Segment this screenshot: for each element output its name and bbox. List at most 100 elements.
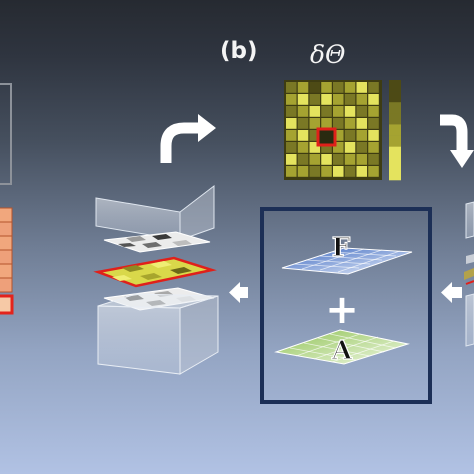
heatmap-cell [286,82,297,93]
heatmap-cell [309,130,321,141]
heatmap-cell [309,166,321,177]
heatmap-cell [286,166,297,177]
colorbar-segment [389,157,401,170]
heatmap-cell [333,118,344,129]
delta-theta-heatmap [284,80,382,180]
heatmap-cell [286,106,297,117]
heatmap-cell [333,154,344,165]
plane-f [281,247,413,275]
heatmap-cell [344,166,356,177]
colorbar-segment [389,80,401,92]
heatmap-cell [356,130,368,141]
heatmap-cell [321,142,332,153]
left-outline-box [0,83,12,185]
heatmap-cell [368,106,379,117]
heatmap-highlight-cell [316,127,337,147]
cube-side-face [179,295,219,375]
left-orange-column [0,207,14,315]
curved-arrow-up-right-icon [160,114,216,163]
heatmap-cell [356,82,368,93]
heatmap-cell [356,106,368,117]
heatmap-cell [286,118,297,129]
heatmap-cell [344,82,356,93]
heatmap-cell [297,142,309,153]
left-highlight-cell [0,294,14,315]
heatmap-cell [297,130,309,141]
plane-f-label: F [332,233,351,263]
heatmap-cell [297,82,309,93]
heatmap-cell [309,154,321,165]
heatmap-cell [368,154,379,165]
colorbar-segment [389,113,401,125]
heatmap-cell [344,118,356,129]
heatmap-cell [309,94,321,105]
arrow-left-icon [229,282,248,303]
heatmap-cell [333,142,344,153]
curved-arrow-down-icon [440,114,474,168]
heatmap-cell [309,82,321,93]
heatmap-cell [344,154,356,165]
heatmap-cell [344,142,356,153]
plus-operator: + [325,287,359,333]
heatmap-cell [333,106,344,117]
colorbar-segment [389,91,401,103]
heatmap-colorbar [389,80,401,181]
colorbar-segment [389,146,401,159]
heatmap-cell [286,142,297,153]
heatmap-cell [368,118,379,129]
heatmap-cell [368,82,379,93]
heatmap-cell [321,106,332,117]
heatmap-cell [356,118,368,129]
heatmap-cell [321,154,332,165]
heatmap-cell [333,82,344,93]
heatmap-cell [368,166,379,177]
heatmap-cell [344,94,356,105]
heatmap-cell [333,130,344,141]
fa-combination-box [260,207,432,404]
heatmap-cell [309,106,321,117]
heatmap-cell [356,94,368,105]
heatmap-cell [368,130,379,141]
heatmap-cell [286,154,297,165]
heatmap-cell [286,94,297,105]
right-partial-stack [464,201,474,347]
arrow-left-icon-right [441,282,462,303]
heatmap-cell [309,142,321,153]
colorbar-segment [389,168,401,181]
cube-front-face [97,305,181,375]
heatmap-cell [297,94,309,105]
heatmap-cell [286,130,297,141]
colorbar-segment [389,135,401,147]
heatmap-cell [321,94,332,105]
gray-layer-upper [103,231,211,253]
heatmap-cell [333,166,344,177]
stacked-layers-model [93,184,219,375]
colorbar-segment [389,102,401,114]
heatmap-cell [356,166,368,177]
delta-theta-label: δΘ [310,40,346,69]
top-glass-side [179,184,215,241]
heatmap-cell [297,154,309,165]
heatmap-cells [286,82,379,177]
heatmap-cell [344,130,356,141]
heatmap-cell [344,106,356,117]
heatmap-cell [297,118,309,129]
heatmap-cell [297,166,309,177]
plane-a [274,329,410,365]
heatmap-cell [368,142,379,153]
heatmap-cell [321,118,332,129]
yellow-layer [93,256,217,288]
heatmap-cell [356,142,368,153]
heatmap-cell [356,154,368,165]
heatmap-cell [321,166,332,177]
heatmap-cell [333,94,344,105]
colorbar-segment [389,124,401,136]
heatmap-cell [368,94,379,105]
heatmap-cell [309,118,321,129]
left-partial-panel [0,83,14,315]
panel-label: (b) [220,38,258,64]
heatmap-cell [297,106,309,117]
plane-a-label: A [331,336,353,366]
